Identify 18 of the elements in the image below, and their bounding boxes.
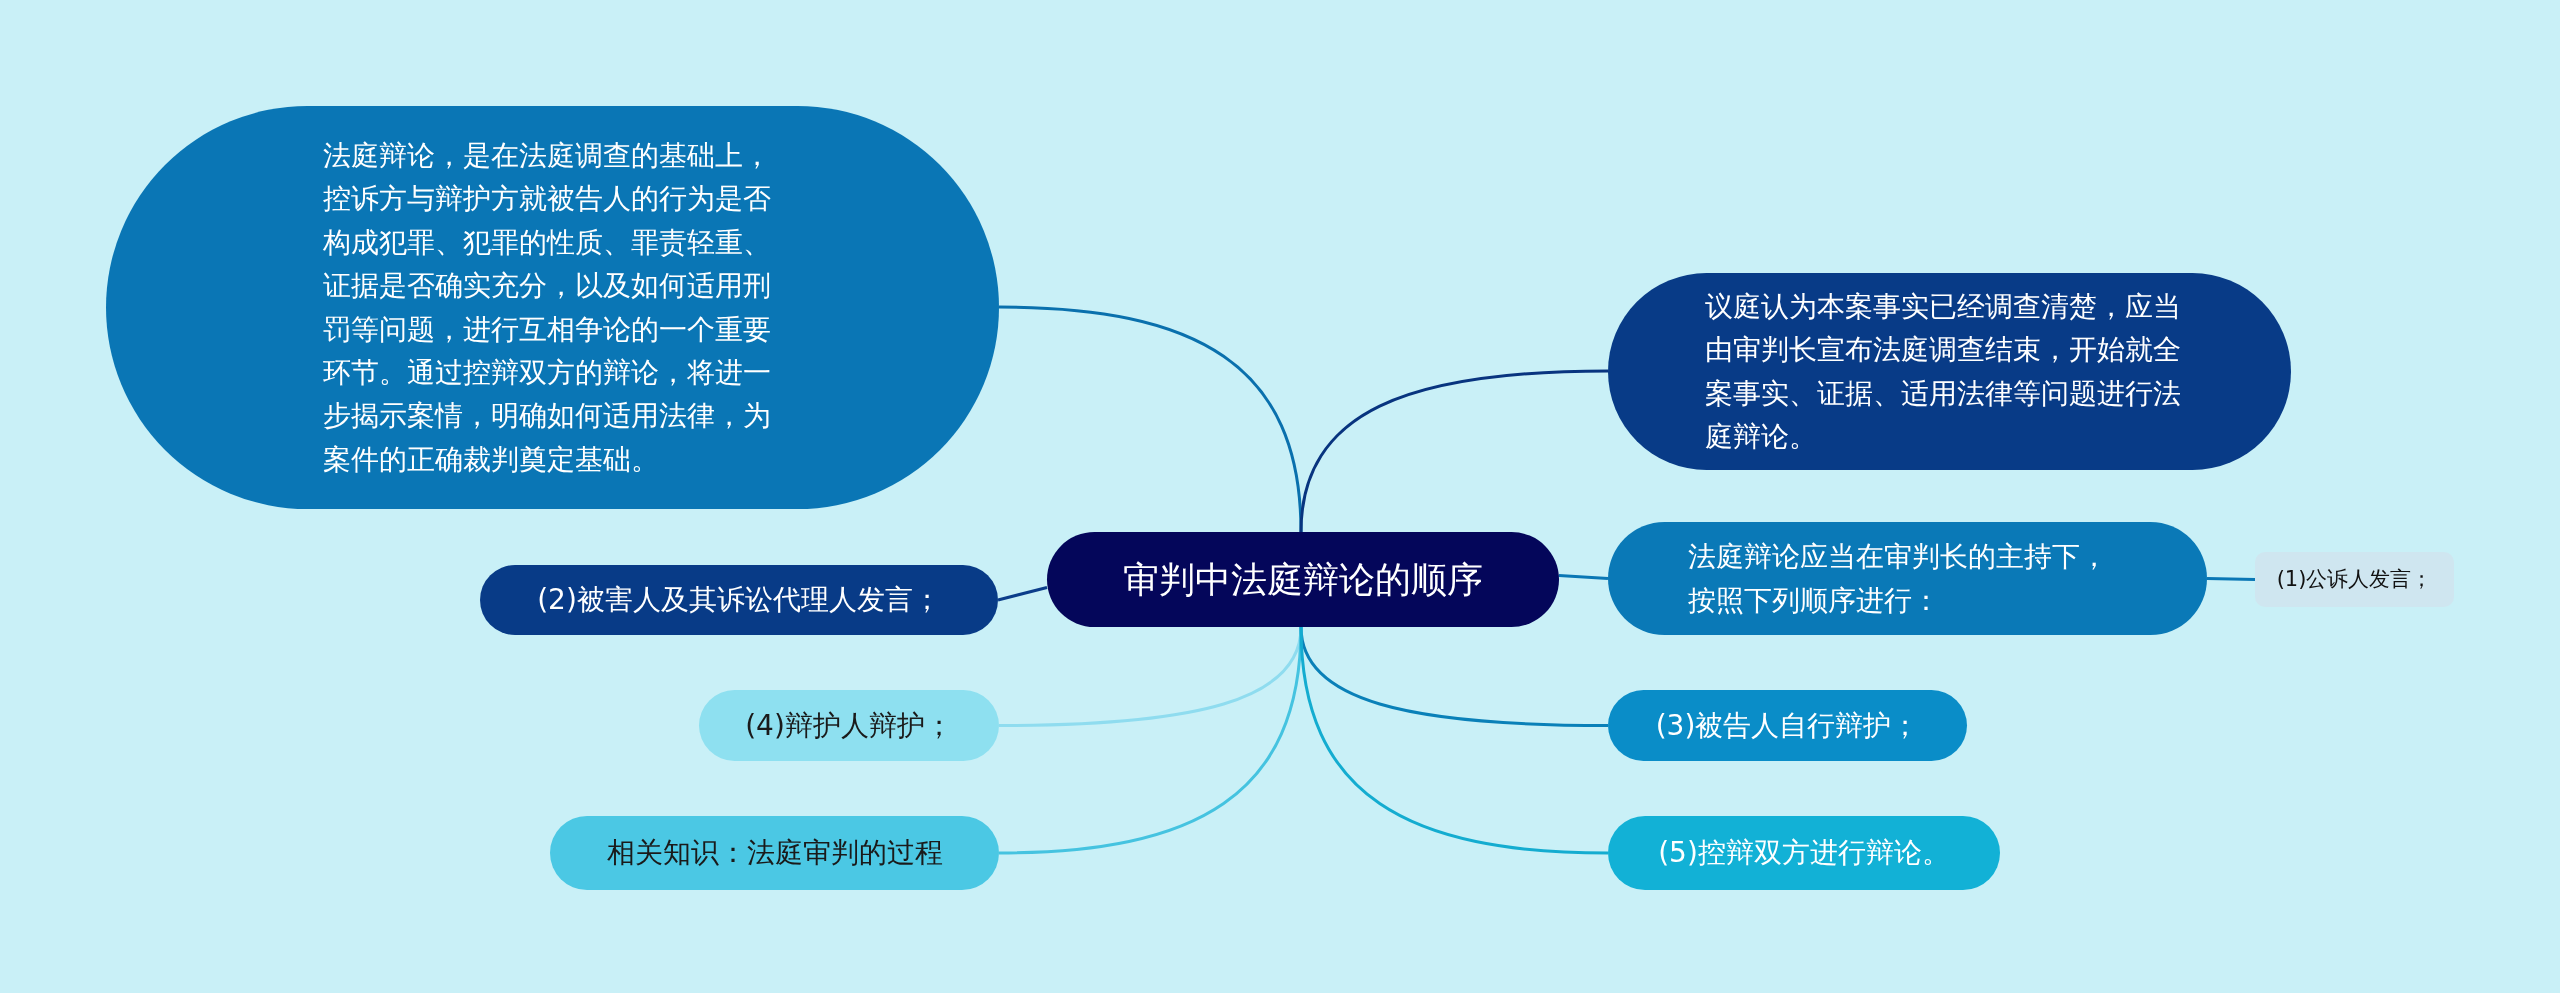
topic-text: (5)控辩双方进行辩论。 xyxy=(1658,835,1950,872)
connector-line xyxy=(1299,626,1609,855)
topic-text: (2)被害人及其诉讼代理人发言； xyxy=(537,582,941,619)
connector-line xyxy=(2206,577,2256,581)
connector-line xyxy=(1558,574,1609,580)
topic-text: (1)公诉人发言； xyxy=(2276,566,2433,594)
topic-text: 法庭辩论应当在审判长的主持下，按照下列顺序进行： xyxy=(1687,539,2109,619)
topic-box xyxy=(2255,552,2454,607)
connector-line xyxy=(997,586,1048,602)
topic-text: 审判中法庭辩论的顺序 xyxy=(1123,557,1483,602)
connector-line xyxy=(998,305,1303,533)
topic-text: (4)辩护人辩护； xyxy=(745,707,953,744)
connector-line xyxy=(1299,369,1609,533)
topic-text: 法庭辩论，是在法庭调查的基础上，控诉方与辩护方就被告人的行为是否构成犯罪、犯罪的性质、罪责轻重、证据是否确实充分，以及如何适用刑罚等问题，进行互相争论的一个重要环节。通过控辩双方的辩论，将进一步揭示案情，明确如何适用法律，为案件的正确裁判奠定基础。 xyxy=(322,137,772,478)
topic-text: 相关知识：法庭审判的过程 xyxy=(606,835,943,872)
topic-text: (3)被告人自行辩护； xyxy=(1655,707,1920,744)
connector-line xyxy=(998,626,1303,855)
topic-text: 议庭认为本案事实已经调查清楚，应当由审判长宣布法庭调查结束，开始就全案事实、证据、适用法律等问题进行法庭辩论。 xyxy=(1704,288,2182,455)
